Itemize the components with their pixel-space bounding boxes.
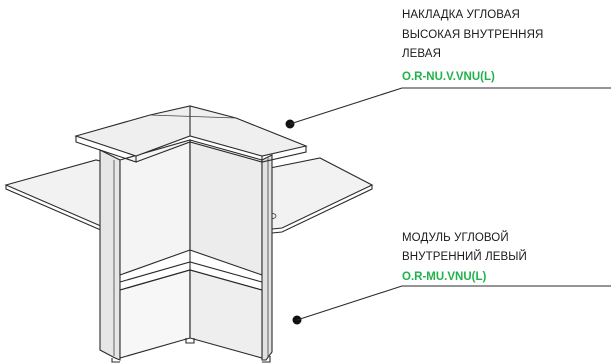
callout-top-code: O.R-NU.V.VNU(L) bbox=[402, 71, 495, 83]
callout-module-line-2: ВНУТРЕННИЙ ЛЕВЫЙ bbox=[402, 250, 527, 263]
callout-top-line-2: ВЫСОКАЯ ВНУТРЕННЯЯ bbox=[402, 29, 543, 41]
corner-top-overlay bbox=[74, 105, 308, 163]
callout-corner-module: МОДУЛЬ УГЛОВОЙ ВНУТРЕННИЙ ЛЕВЫЙ O.R-MU.V… bbox=[292, 231, 611, 325]
right-desk-wing bbox=[261, 157, 374, 235]
callout-top-overlay: НАКЛАДКА УГЛОВАЯ ВЫСОКАЯ ВНУТРЕННЯЯ ЛЕВА… bbox=[285, 9, 611, 129]
callout-module-code: O.R-MU.VNU(L) bbox=[402, 271, 486, 283]
callout-module-line-1: МОДУЛЬ УГЛОВОЙ bbox=[402, 231, 509, 244]
callout-top-line-3: ЛЕВАЯ bbox=[402, 48, 441, 60]
callout-top-line-1: НАКЛАДКА УГЛОВАЯ bbox=[402, 9, 520, 21]
corner-module bbox=[99, 139, 273, 363]
